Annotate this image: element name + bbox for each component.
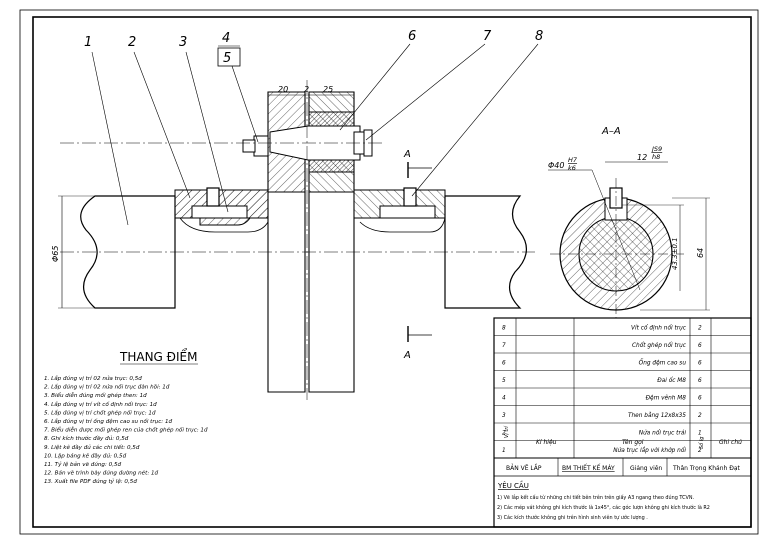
balloon-3: 3 [179, 35, 187, 50]
part-number: 8 [502, 325, 506, 331]
header-note: Ghi chú [719, 439, 742, 446]
scoring-title: THANG ĐIỂM [119, 348, 197, 364]
part-name: Đệm vênh M8 [646, 394, 687, 401]
balloon-7: 7 [483, 29, 492, 44]
tb-drawing-type: BẢN VẼ LẮP [506, 464, 542, 472]
spring-washer [253, 135, 269, 157]
scoring-item: 2. Lắp đúng vị trí 02 nửa nối trục đàn h… [44, 384, 170, 391]
dim-top-a: 20 [278, 85, 288, 94]
part-name: Then bằng 12x8x35 [628, 412, 686, 419]
part-number: 4 [502, 395, 506, 401]
requirement-line: 3) Các kích thước không ghi trên hình si… [497, 514, 648, 521]
section-marker-top: A [403, 149, 411, 160]
section-marker-bottom: A [403, 350, 411, 361]
left-set-screw [206, 187, 220, 207]
part-qty: 2 [698, 325, 702, 331]
header-pos: Vị trí [503, 426, 510, 438]
section-title: A–A [601, 126, 621, 137]
tb-lecturer-name: Thân Trọng Khánh Đạt [672, 465, 741, 472]
balloon-8: 8 [535, 29, 543, 44]
balloon-5: 5 [223, 51, 231, 66]
part-qty: 6 [698, 360, 702, 366]
outer-height: 64 [696, 248, 705, 258]
scoring-item: 1. Lắp đúng vị trí 02 nửa trục: 0,5đ [44, 375, 142, 382]
requirement-line: 2) Các mép vát không ghi kích thước là 1… [497, 504, 710, 511]
part-name: Nửa trục lắp với khớp nối [613, 447, 686, 454]
scoring-item: 7. Biểu diễn được mối ghép ren của chốt … [44, 427, 208, 434]
right-flange-lower [308, 191, 355, 393]
balloon-labels: 1 2 3 4 5 6 7 8 [84, 29, 543, 226]
scoring-item: 10. Lập bảng kê đầy đủ: 0,5đ [44, 452, 127, 459]
right-set-screw [403, 187, 417, 207]
part-name: Ống đệm cao su [639, 358, 687, 366]
scoring-item: 3. Biểu diễn đúng mối ghép then: 1đ [44, 392, 147, 399]
part-name: Chốt ghép nối trục [632, 342, 687, 349]
part-number: 1 [502, 448, 506, 454]
fit-numerator: H7 [568, 156, 578, 164]
tb-department: BM THIẾT KẾ MÁY [562, 464, 615, 472]
header-qty: Số lg [698, 437, 705, 449]
header-symbol: Kí hiệu [536, 439, 557, 446]
part-qty: 6 [698, 378, 702, 384]
part-number: 6 [502, 360, 506, 366]
dim-top-c: 25 [323, 85, 333, 94]
balloon-1: 1 [84, 35, 92, 50]
left-key [191, 205, 248, 219]
shaft-diameter-dim: Φ65 [51, 246, 60, 262]
key-fit-den: h8 [652, 153, 660, 161]
part-number: 5 [502, 378, 506, 384]
outer-frame [19, 9, 759, 535]
fit-diameter: Φ40 [548, 161, 564, 170]
header-name: Tên gọi [622, 439, 644, 446]
part-qty: 1 [698, 430, 702, 436]
scoring-item: 9. Liệt kê đầy đủ các chi tiết: 0,5đ [44, 444, 140, 451]
left-flange-lower [267, 191, 306, 393]
part-number: 2 [502, 430, 506, 436]
key-width: 12 [637, 153, 647, 162]
scoring-item: 8. Ghi kích thước đầy đủ: 0,5đ [44, 435, 129, 442]
scoring-item: 6. Lắp đúng vị trí ống đệm cao su nối tr… [44, 418, 173, 425]
balloon-4: 4 [222, 31, 230, 46]
assembly-view: Φ65 20 2 25 A A 1 2 3 4 5 6 7 [51, 29, 543, 400]
balloon-2: 2 [128, 35, 136, 50]
part-name: Vít cố định nối trục [631, 324, 687, 331]
scoring-section: THANG ĐIỂM 1. Lắp đúng vị trí 02 nửa trụ… [44, 348, 208, 485]
key-fit-num: JS9 [650, 145, 662, 153]
part-qty: 2 [698, 448, 702, 454]
scoring-item: 11. Tỷ lệ bản vẽ đúng: 0,5đ [44, 461, 122, 468]
right-key [379, 205, 436, 219]
part-qty: 6 [698, 343, 702, 349]
part-name: Đai ốc M8 [657, 377, 686, 384]
requirement-line: 1) Vẽ lắp kết cấu từ những chi tiết bên … [497, 494, 695, 501]
inner-frame [32, 16, 752, 528]
scoring-item: 13. Xuất file PDF đúng tỷ lệ: 0,5đ [44, 478, 137, 485]
tb-lecturer-label: Giảng viên [630, 465, 662, 472]
scoring-item: 12. Bản vẽ trình bày đúng đường nét: 1đ [44, 470, 159, 477]
scoring-item: 5. Lắp đúng vị trí chốt ghép nối trục: 1… [44, 409, 156, 416]
part-qty: 6 [698, 395, 702, 401]
requirements-title: YÊU CẦU [497, 480, 529, 490]
dim-top-b: 2 [304, 85, 309, 94]
part-number: 7 [502, 343, 506, 349]
fit-denominator: k6 [568, 164, 576, 172]
part-name: Nửa nối trục trái [639, 429, 687, 436]
part-number: 3 [502, 413, 506, 419]
scoring-item: 4. Lắp đúng vị trí vít cố định nối trục:… [44, 401, 157, 408]
balloon-6: 6 [408, 29, 416, 44]
key-depth: 43.3±0.1 [671, 237, 679, 270]
section-a-a: A–A Φ40 H7 k6 12 JS9 h8 43.3±0.1 64 [548, 126, 710, 318]
parts-table: 8 Vít cố định nối trục 2 7 Chốt ghép nối trụ… [493, 317, 752, 528]
part-qty: 2 [698, 413, 702, 419]
